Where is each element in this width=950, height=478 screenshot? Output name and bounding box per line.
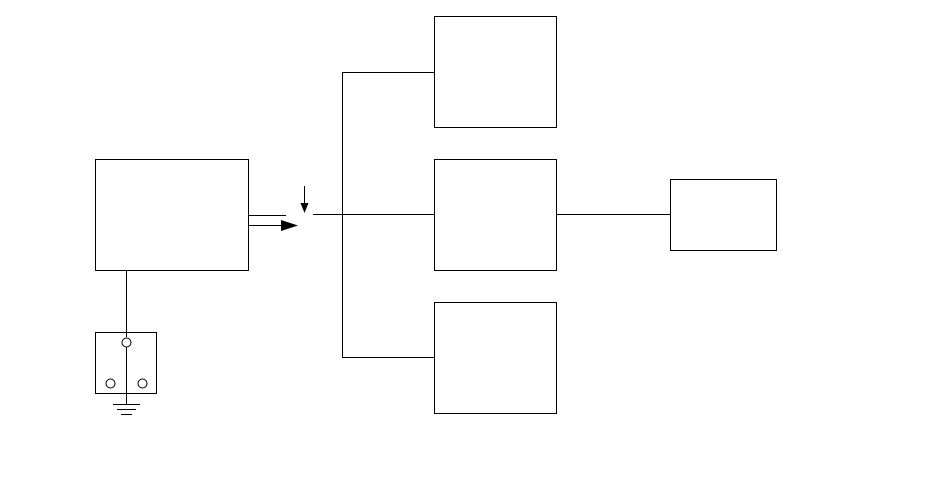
output-block bbox=[670, 179, 777, 251]
socket-left-pin bbox=[105, 378, 116, 389]
top-block bbox=[434, 16, 557, 128]
bottom-block bbox=[434, 302, 557, 414]
middle-block bbox=[434, 159, 557, 271]
socket-right-pin bbox=[137, 378, 148, 389]
socket-top-pin bbox=[121, 337, 132, 348]
ground-icon bbox=[113, 404, 140, 415]
source-block bbox=[95, 159, 249, 271]
arrow-right-icon bbox=[281, 220, 298, 231]
